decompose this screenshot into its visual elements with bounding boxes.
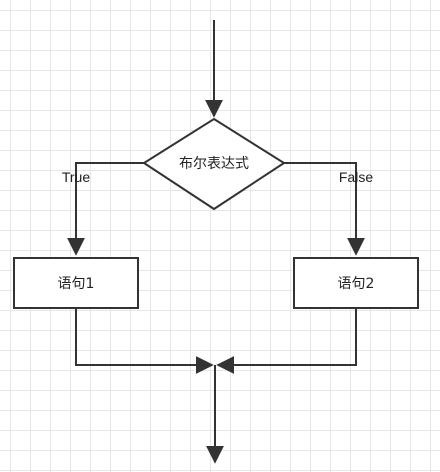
merge-left-line (75, 308, 214, 374)
true-branch-line (67, 162, 144, 256)
decision-label: 布尔表达式 (179, 156, 249, 172)
statement-1-label: 语句1 (58, 276, 95, 292)
statement-2-label: 语句2 (338, 276, 375, 292)
merge-right-line (216, 308, 357, 374)
false-branch-line (284, 162, 365, 256)
false-branch-label: False (339, 169, 373, 185)
true-branch-label: True (62, 169, 90, 185)
statement-1-box[interactable] (13, 257, 139, 309)
decision-diamond[interactable] (142, 117, 286, 211)
